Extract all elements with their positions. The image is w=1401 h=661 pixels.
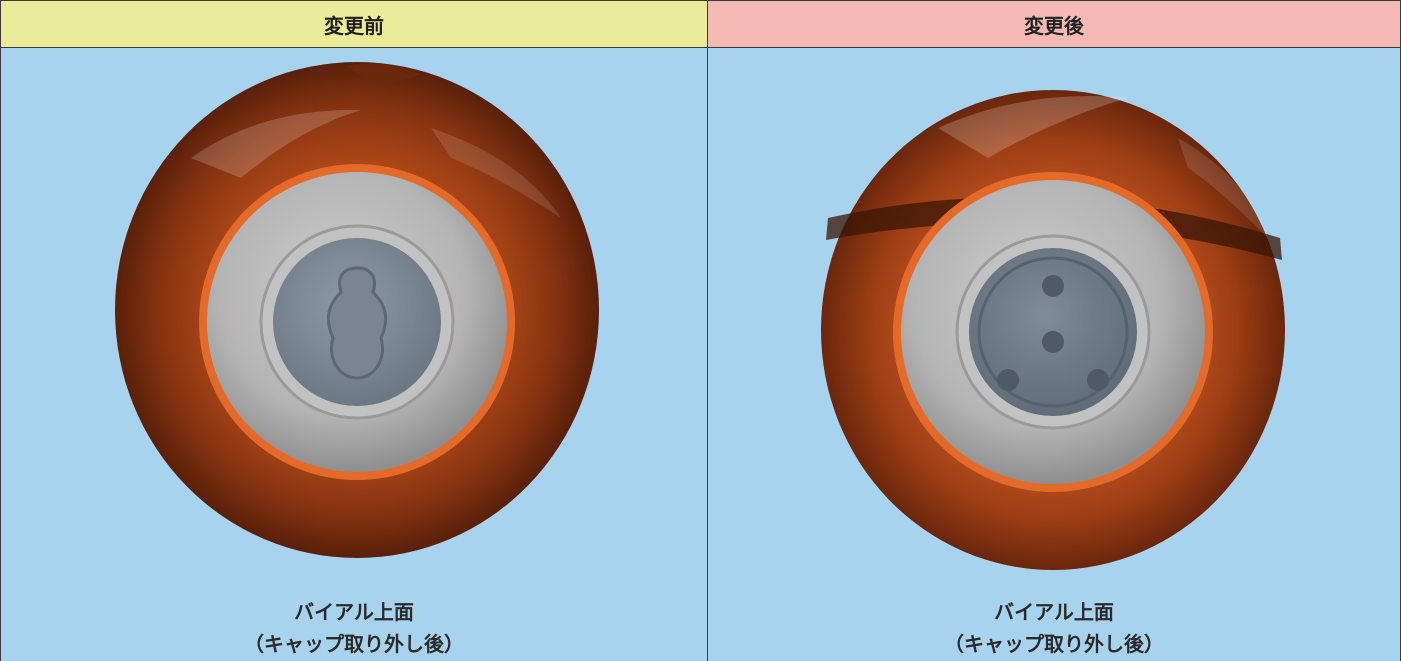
vial-top-photo-after — [821, 90, 1285, 570]
header-before: 変更前 — [1, 1, 708, 48]
stopper-dot-top — [1042, 275, 1064, 297]
header-after: 変更後 — [708, 1, 1400, 48]
caption-before-line2: （キャップ取り外し後） — [244, 632, 464, 656]
stopper-dot-right — [1087, 369, 1109, 391]
caption-after: バイアル上面 （キャップ取り外し後） — [708, 596, 1400, 660]
cell-before: バイアル上面 （キャップ取り外し後） — [1, 48, 708, 661]
caption-after-line2: （キャップ取り外し後） — [944, 632, 1164, 656]
stopper-dot-left — [997, 369, 1019, 391]
caption-before: バイアル上面 （キャップ取り外し後） — [1, 596, 707, 660]
vial-top-photo-before — [115, 62, 599, 558]
caption-after-line1: バイアル上面 — [994, 600, 1114, 624]
caption-before-line1: バイアル上面 — [294, 600, 414, 624]
keyhole-mark — [326, 266, 388, 380]
stopper-dot-center — [1042, 331, 1064, 353]
cell-after: バイアル上面 （キャップ取り外し後） — [708, 48, 1400, 661]
